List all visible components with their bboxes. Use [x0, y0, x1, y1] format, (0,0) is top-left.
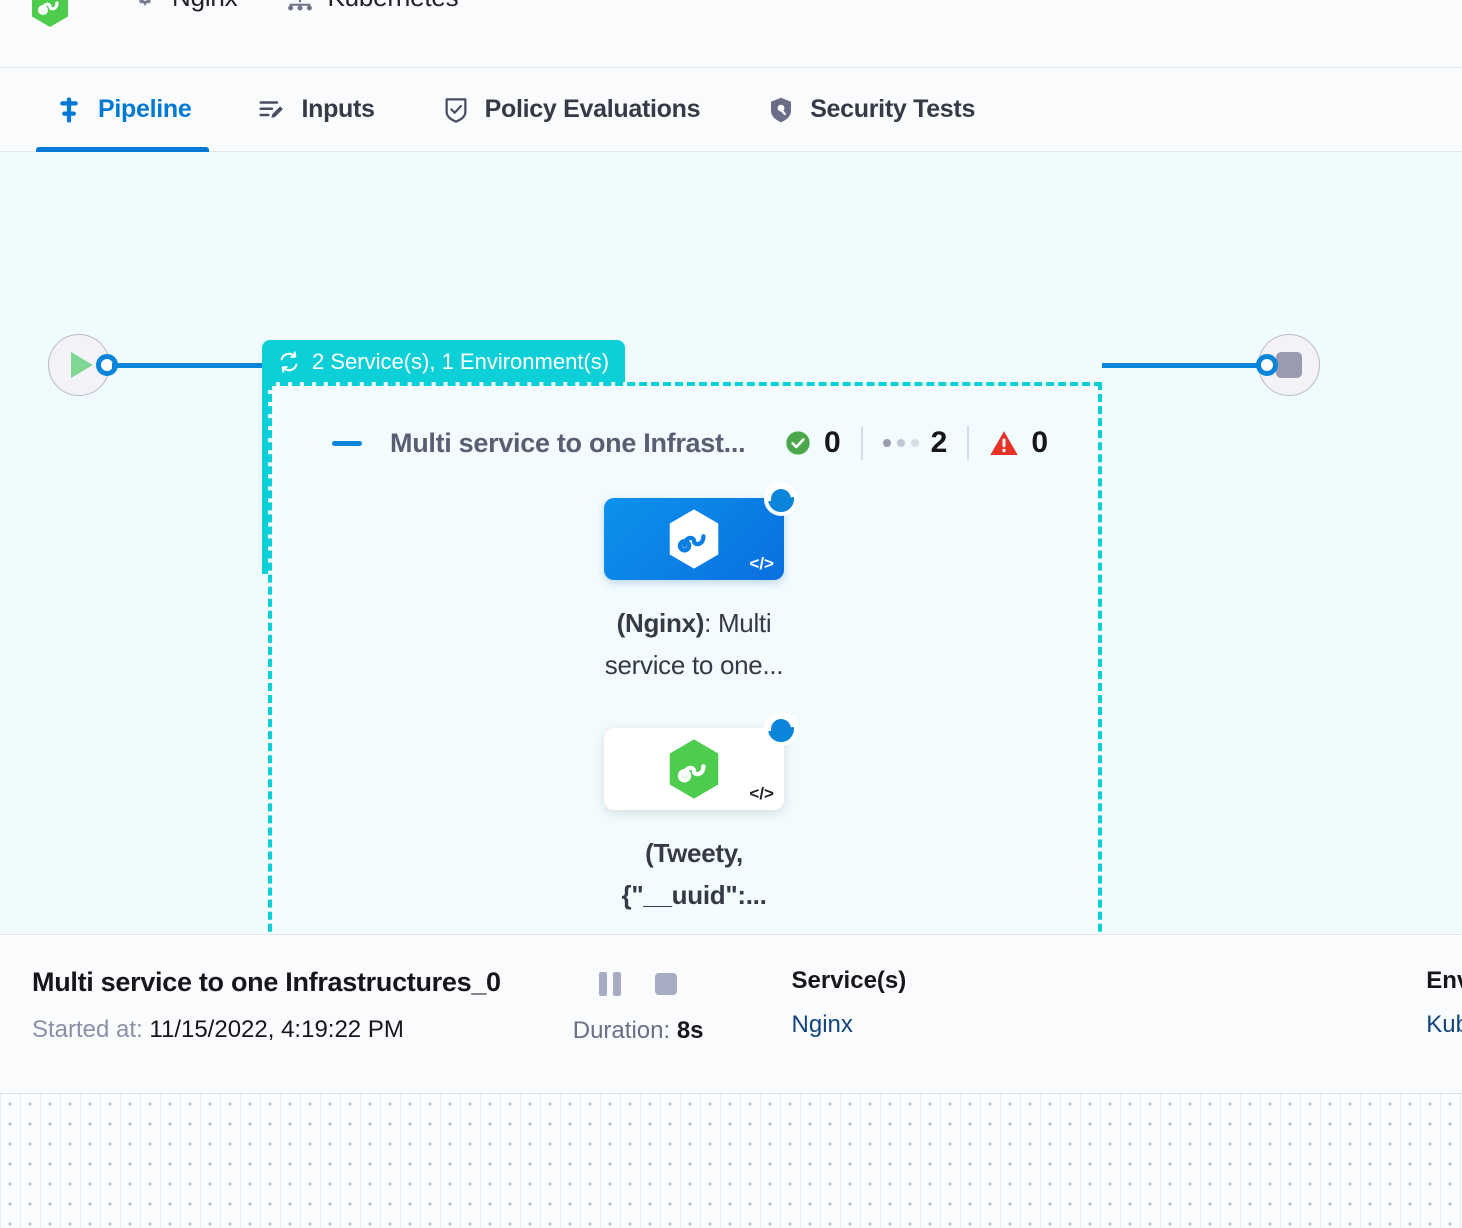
status-failed: 0 — [967, 426, 1068, 460]
status-running-count: 2 — [930, 426, 948, 459]
panel-controls: Duration: 8s — [573, 967, 704, 1045]
pipeline-end-node[interactable] — [1258, 334, 1320, 396]
running-spinner-icon — [764, 712, 798, 746]
success-check-icon — [786, 431, 810, 455]
group-header: Multi service to one Infrast... 0 2 — [332, 426, 1068, 460]
service-node-card[interactable]: </> — [604, 712, 798, 810]
loop-repeat-icon — [280, 351, 298, 373]
environments-label: Envi — [1426, 967, 1462, 994]
group-badge-label: 2 Service(s), 1 Environment(s) — [312, 349, 610, 374]
status-failed-count: 0 — [1031, 426, 1048, 459]
tab-label-security-tests: Security Tests — [810, 95, 976, 123]
execution-tabs: Pipeline Inputs Policy Evaluations Secur… — [0, 68, 1462, 152]
graph-dot-grid-background — [0, 1094, 1462, 1228]
group-status-counts: 0 2 0 — [764, 426, 1068, 460]
started-at-value: 11/15/2022, 4:19:22 PM — [149, 1016, 404, 1043]
running-dots-icon — [882, 439, 919, 447]
play-icon — [71, 352, 93, 378]
duration-label: Duration: — [572, 1017, 671, 1044]
tab-pipeline[interactable]: Pipeline — [36, 68, 210, 152]
panel-duration: Duration: 8s — [573, 1017, 704, 1045]
tab-label-pipeline: Pipeline — [98, 95, 192, 123]
edge-start-to-group — [112, 363, 272, 368]
code-icon: </> — [749, 784, 774, 803]
security-shield-icon — [771, 97, 792, 122]
panel-title: Multi service to one Infrastructures_0 — [32, 967, 501, 997]
breadcrumb-item-harness[interactable] — [30, 0, 82, 28]
service-node-label-bold: (Nginx) — [616, 608, 705, 638]
service-node-label: (Nginx): Multi service to one... — [579, 602, 809, 686]
tab-policy-evaluations[interactable]: Policy Evaluations — [423, 68, 719, 152]
duration-value: 8s — [676, 1017, 704, 1044]
step-group-container[interactable]: Multi service to one Infrast... 0 2 — [268, 382, 1102, 934]
inputs-icon — [259, 100, 284, 118]
service-node-nginx[interactable]: </> (Nginx): Multi service to one... — [604, 482, 809, 686]
started-at-label: Started at: — [32, 1016, 143, 1043]
status-running: 2 — [860, 426, 968, 460]
edge-group-to-end — [1102, 363, 1260, 368]
breadcrumb-label-service: Nginx — [172, 0, 238, 13]
tab-label-policy-evaluations: Policy Evaluations — [484, 95, 701, 123]
pause-icon[interactable] — [599, 972, 622, 996]
minus-collapse-icon[interactable] — [332, 440, 362, 446]
status-success-count: 0 — [823, 426, 841, 459]
execution-detail-panel: Multi service to one Infrastructures_0 S… — [0, 934, 1462, 1094]
group-badge[interactable]: 2 Service(s), 1 Environment(s) — [262, 340, 626, 384]
tab-security-tests[interactable]: Security Tests — [748, 68, 993, 152]
tab-inputs[interactable]: Inputs — [239, 68, 392, 152]
panel-services: Service(s) Nginx — [792, 967, 907, 1039]
panel-environments: Envi Kube — [1426, 967, 1462, 1039]
services-value[interactable]: Nginx — [791, 1011, 853, 1038]
code-icon: </> — [749, 554, 774, 573]
error-warning-icon — [990, 431, 1019, 455]
service-node-label-rest: : Multi service to one... — [604, 608, 784, 681]
panel-started-at: Started at: 11/15/2022, 4:19:22 PM — [32, 1016, 501, 1044]
execution-controls — [599, 967, 678, 1001]
stop-square-icon — [1276, 352, 1302, 378]
service-node-card[interactable]: </> — [604, 482, 798, 580]
service-node-label: (Tweety, {"__uuid":... — [579, 832, 809, 916]
harness-hexagon-logo-green — [669, 739, 719, 799]
services-label: Service(s) — [791, 967, 907, 994]
running-spinner-icon — [764, 482, 798, 516]
breadcrumb-label-environment: Kubernetes — [327, 0, 458, 13]
breadcrumb: Nginx Kubernetes — [0, 0, 1462, 68]
environments-value[interactable]: Kube — [1426, 1011, 1462, 1038]
pipeline-icon — [60, 97, 78, 122]
service-node-tweety[interactable]: </> (Tweety, {"__uuid":... — [604, 712, 809, 916]
tab-label-inputs: Inputs — [301, 95, 375, 123]
harness-hexagon-logo-white — [669, 509, 719, 569]
status-success: 0 — [764, 426, 861, 460]
stop-icon[interactable] — [655, 973, 678, 995]
harness-hexagon-logo — [32, 0, 68, 27]
policy-shield-check-icon — [445, 97, 467, 123]
panel-summary: Multi service to one Infrastructures_0 S… — [32, 967, 501, 1044]
service-node-label-bold: (Tweety, {"__uuid":... — [621, 838, 767, 911]
breadcrumb-item-environment[interactable]: Kubernetes — [285, 0, 459, 13]
infrastructure-icon — [288, 0, 313, 10]
breadcrumb-item-service[interactable]: Nginx — [130, 0, 238, 13]
gear-icon — [139, 0, 151, 5]
group-title: Multi service to one Infrast... — [390, 427, 746, 458]
pipeline-graph-canvas[interactable]: 2 Service(s), 1 Environment(s) Multi ser… — [0, 152, 1462, 934]
